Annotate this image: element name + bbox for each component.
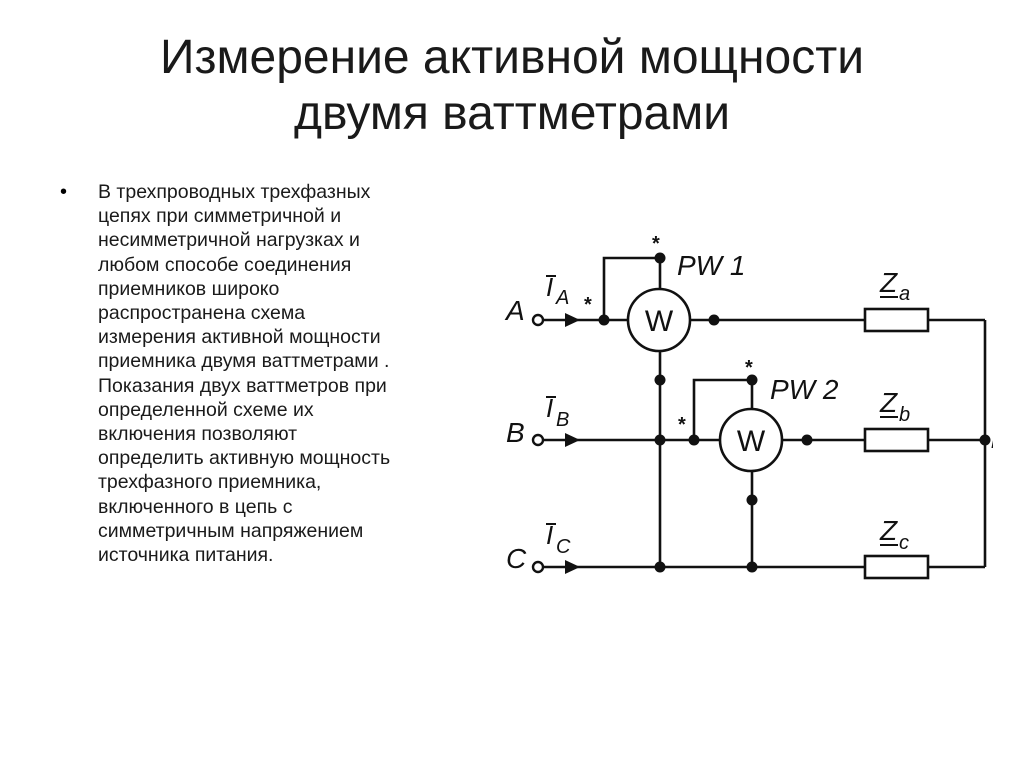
bullet-text: В трехпроводных трехфазных цепях при сим… — [98, 181, 391, 567]
title-line-1: Измерение активной мощности — [159, 31, 864, 84]
junction-dots — [598, 252, 991, 573]
impedance-c-main: Z — [879, 515, 898, 546]
impedance-a-box — [863, 307, 930, 333]
circuit-wires — [543, 256, 987, 569]
junction-dot — [746, 494, 758, 506]
junction-dot — [708, 314, 720, 326]
current-b-sub: B — [556, 409, 569, 431]
star-mark-pw2-left: * — [678, 414, 686, 436]
impedance-c-sub: c — [899, 532, 909, 554]
star-mark-pw1-top: * — [652, 233, 660, 255]
current-c-sub: C — [556, 536, 571, 558]
impedance-a-main: Z — [879, 267, 898, 298]
impedance-b-sub: b — [899, 404, 910, 426]
wattmeter1-label: PW 1 — [677, 250, 745, 281]
junction-dot — [746, 561, 758, 573]
wattmeter-pw2-symbol: W — [737, 425, 766, 458]
current-a-sub: A — [555, 287, 569, 309]
junction-dot — [654, 434, 666, 446]
neutral-label: n — [991, 423, 993, 454]
current-b-main: I — [546, 393, 553, 423]
impedance-b-box — [863, 427, 930, 453]
current-c-main: I — [546, 520, 553, 550]
wire-pw2-current-loop — [692, 378, 754, 440]
wattmeter-pw1-symbol: W — [645, 305, 674, 338]
junction-dot — [746, 374, 758, 386]
junction-dot — [979, 434, 991, 446]
wire-pw1-current-loop — [602, 256, 662, 320]
junction-dot — [654, 374, 666, 386]
impedances — [863, 307, 930, 580]
terminal-c — [531, 560, 545, 574]
bullet-marker: • — [60, 181, 68, 203]
junction-dot — [801, 434, 813, 446]
star-mark-pw2-top: * — [745, 357, 753, 379]
terminal-b — [531, 433, 545, 447]
current-labels: I A I B I C — [546, 272, 571, 558]
junction-dot — [654, 252, 666, 264]
impedance-a-sub: a — [899, 283, 910, 305]
arrow-b-icon — [565, 433, 580, 447]
star-mark-pw1-left: * — [584, 294, 592, 316]
wattmeter-labels: PW 1 PW 2 — [677, 250, 839, 405]
phase-b-label: B — [506, 417, 525, 448]
current-arrows — [565, 313, 580, 574]
slide-title: Измерение активной мощности двумя ваттме… — [0, 30, 1024, 142]
impedance-labels: Z a Z b Z c — [879, 267, 910, 554]
impedance-c-box — [863, 554, 930, 580]
title-line-2: двумя ваттметрами — [293, 87, 731, 140]
wattmeter-pw1: W — [626, 287, 692, 353]
junction-dot — [688, 434, 700, 446]
junction-dot — [654, 561, 666, 573]
current-a-main: I — [546, 272, 553, 302]
junction-dot — [598, 314, 610, 326]
phase-a-label: A — [504, 295, 525, 326]
terminal-a — [531, 313, 545, 327]
phase-c-label: C — [506, 543, 527, 574]
wattmeter2-label: PW 2 — [770, 374, 839, 405]
phase-labels: A B C — [504, 295, 527, 574]
polarity-marks: * * * * — [584, 233, 753, 436]
arrow-a-icon — [565, 313, 580, 327]
impedance-b-main: Z — [879, 387, 898, 418]
wattmeter-pw2: W — [718, 407, 784, 473]
input-terminals — [531, 313, 545, 574]
wattmeter-pw2-circle — [718, 407, 784, 473]
wattmeter-pw1-circle — [626, 287, 692, 353]
arrow-c-icon — [565, 560, 580, 574]
two-wattmeter-circuit-diagram: W W A B C I A I B I C — [504, 233, 993, 580]
